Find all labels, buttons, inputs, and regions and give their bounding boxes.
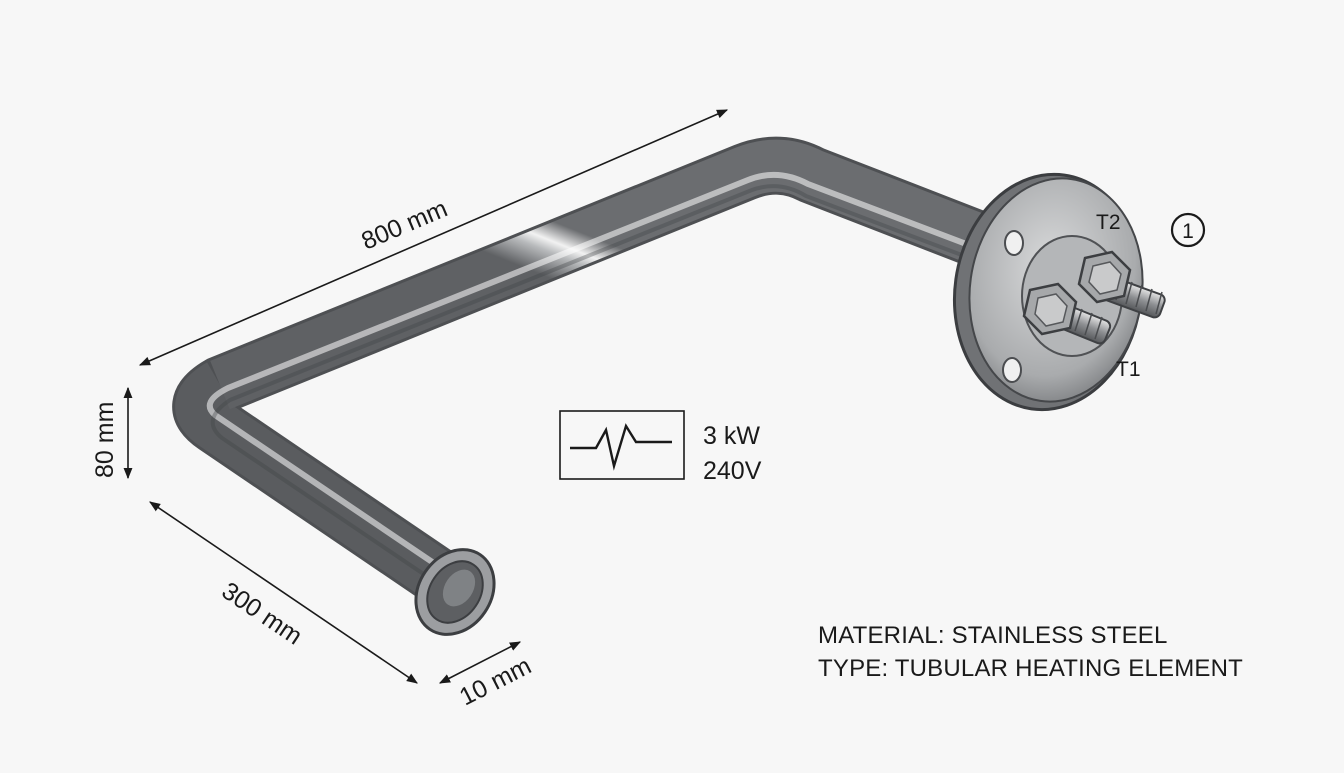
mounting-flange: [952, 172, 1144, 412]
spec-material: MATERIAL: STAINLESS STEEL: [818, 622, 1168, 649]
terminal-label-t2: T2: [1096, 211, 1121, 234]
dim-label-300: 300 mm: [217, 577, 308, 651]
heating-tube: [172, 136, 1011, 612]
resistor-symbol: [559, 410, 685, 480]
spec-type: TYPE: TUBULAR HEATING ELEMENT: [818, 655, 1243, 682]
dim-label-800: 800 mm: [357, 194, 451, 255]
terminal-t2-stud: [1077, 250, 1166, 319]
terminal-t1-stud: [1022, 282, 1112, 345]
dimension-lines: [123, 109, 729, 684]
flange-hole: [1002, 357, 1022, 383]
terminal-label-t1: T1: [1116, 358, 1141, 381]
callout-marker: 1: [1170, 212, 1206, 248]
dim-label-80: 80 mm: [91, 402, 119, 478]
dim-line-10: [439, 641, 521, 684]
callout-number: 1: [1182, 220, 1194, 243]
power-rating: 3 kW: [703, 422, 760, 450]
dim-line-300: [149, 501, 418, 684]
dim-label-10: 10 mm: [455, 652, 536, 712]
flange-hole: [1004, 230, 1024, 256]
voltage-rating: 240V: [703, 457, 762, 485]
dim-line-800: [138, 109, 729, 366]
tube-open-end: [414, 548, 496, 636]
